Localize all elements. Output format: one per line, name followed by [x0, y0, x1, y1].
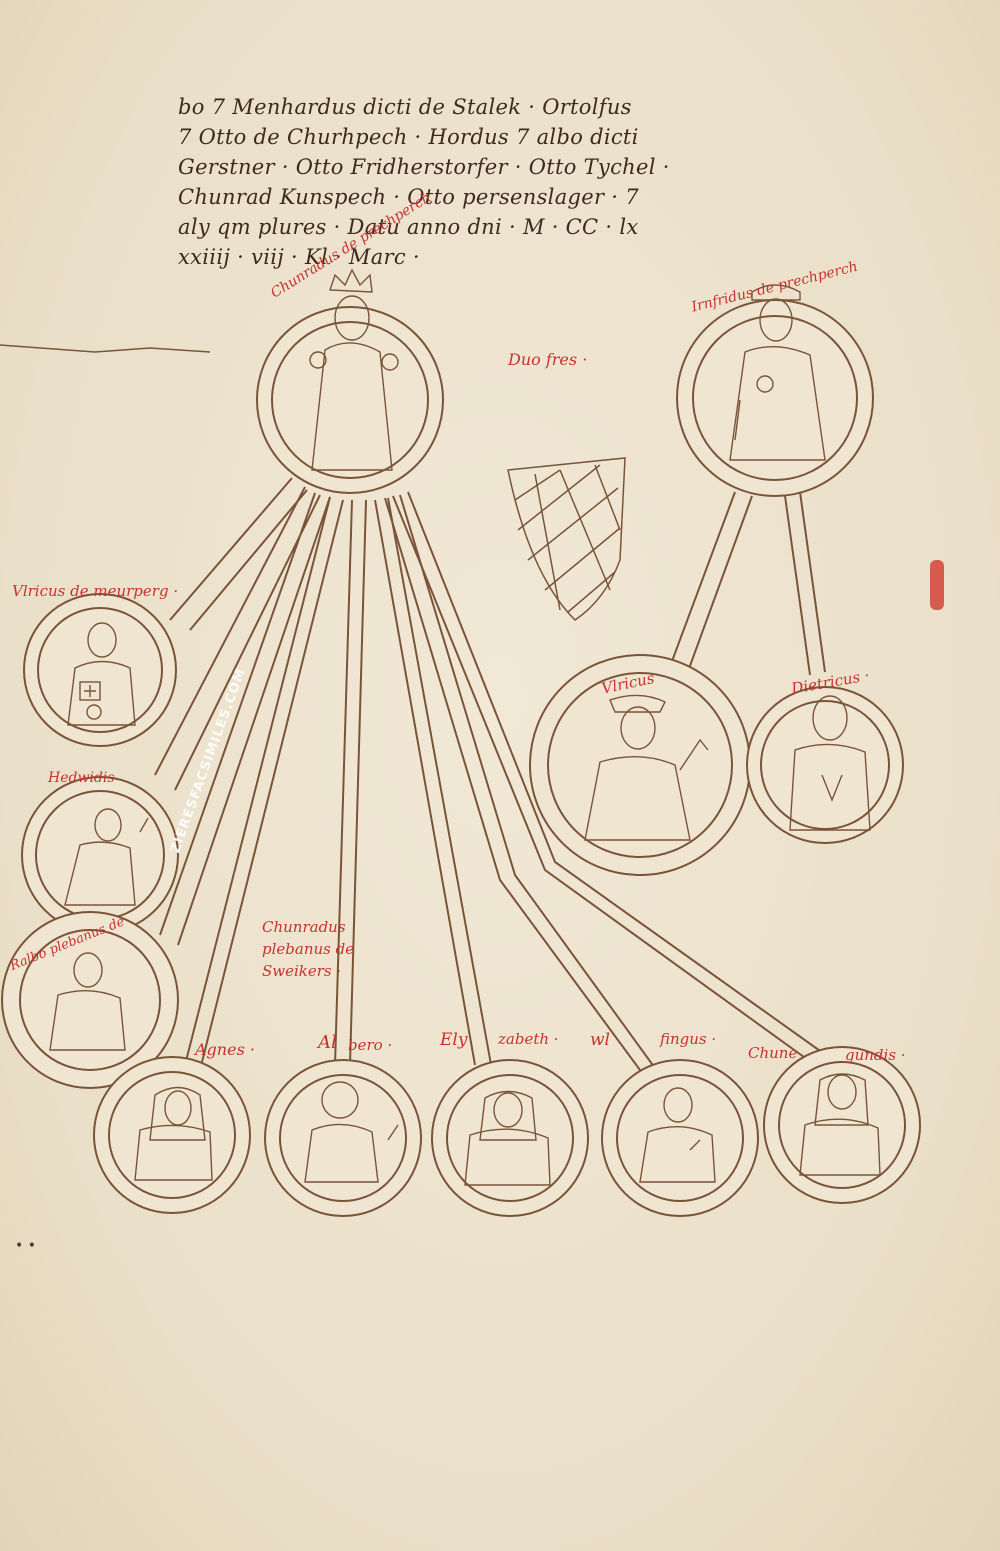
medallion-wlfingus [601, 1059, 759, 1217]
charter-line: 7 Otto de Churhpech · Hordus 7 albo dict… [178, 125, 639, 149]
charter-line: bo 7 Menhardus dicti de Stalek · Ortolfu… [178, 95, 632, 119]
figure-elyzabeth [464, 1090, 551, 1186]
label-vlricus-meurperg: Vlricus de meurperg · [12, 582, 179, 600]
branch-vlricus [664, 491, 753, 686]
label-elyzabeth-1: Ely [440, 1030, 468, 1050]
charter-line: Chunrad Kunspech · Otto persenslager · 7 [178, 185, 639, 209]
label-chunradus-plebanus-1: Chunradus [262, 918, 346, 936]
figure-vlricus [584, 694, 709, 841]
label-chunradus-plebanus-3: Sweikers · [262, 962, 342, 980]
label-elyzabeth-2: zabeth · [498, 1030, 559, 1048]
label-chunradus-plebanus-2: plebanus de [262, 940, 355, 958]
figure-ralbo [49, 952, 126, 1051]
red-ink-stain [930, 560, 944, 610]
medallion-albero [264, 1059, 422, 1217]
label-wlfingus-2: fingus · [660, 1030, 717, 1048]
medallion-dietricus [746, 686, 904, 844]
charter-line: Gerstner · Otto Fridherstorfer · Otto Ty… [178, 155, 670, 179]
label-duo-fres: Duo fres · [508, 350, 588, 369]
charter-line: xxiiij · viij · Kl · Marc · [178, 245, 420, 269]
figure-vlricus-meurperg [67, 622, 136, 726]
label-wlfingus-1: wl [590, 1030, 610, 1050]
branch-dietricus [784, 491, 826, 676]
branch-wlfingus [384, 494, 661, 1076]
figure-chunegundis [799, 1073, 881, 1176]
label-chunegundis-1: Chune [748, 1044, 798, 1062]
medallion-hedwidis [21, 776, 179, 934]
branch-ralbo [159, 492, 331, 946]
label-agnes: Agnes · [195, 1040, 255, 1059]
figure-irnfridus [729, 284, 826, 461]
figure-chunradus [309, 268, 399, 471]
medallion-vlricus [529, 654, 751, 876]
medallion-elyzabeth [431, 1059, 589, 1217]
figure-albero [304, 1081, 399, 1183]
figure-hedwidis [64, 808, 149, 906]
medallion-chunradus [256, 306, 444, 494]
figure-wlfingus [639, 1087, 716, 1183]
label-chunegundis-2: gundis · [845, 1046, 906, 1064]
figure-dietricus [789, 695, 871, 831]
branch-vlricus-meurperg [169, 477, 308, 631]
label-albero-2: bero · [348, 1036, 393, 1054]
margin-dots: • • [15, 1238, 36, 1254]
medallion-agnes [93, 1056, 251, 1214]
medallion-ralbo [1, 911, 179, 1089]
coat-of-arms-shield [507, 457, 626, 621]
label-hedwidis: Hedwidis [48, 770, 115, 786]
figure-agnes [134, 1086, 213, 1181]
branch-elyzabeth [374, 497, 493, 1071]
medallion-irnfridus [676, 299, 874, 497]
charter-text: bo 7 Menhardus dicti de Stalek · Ortolfu… [178, 92, 670, 272]
branch-albero [334, 499, 367, 1066]
medallion-vlricus-meurperg [23, 593, 177, 747]
label-albero-1: Al [318, 1032, 337, 1053]
branch-agnes [184, 496, 344, 1071]
charter-line: aly qm plures · Datu anno dni · M · CC ·… [178, 215, 639, 239]
branch-hedwidis [154, 486, 321, 791]
branch-chunegundis [392, 491, 831, 1066]
